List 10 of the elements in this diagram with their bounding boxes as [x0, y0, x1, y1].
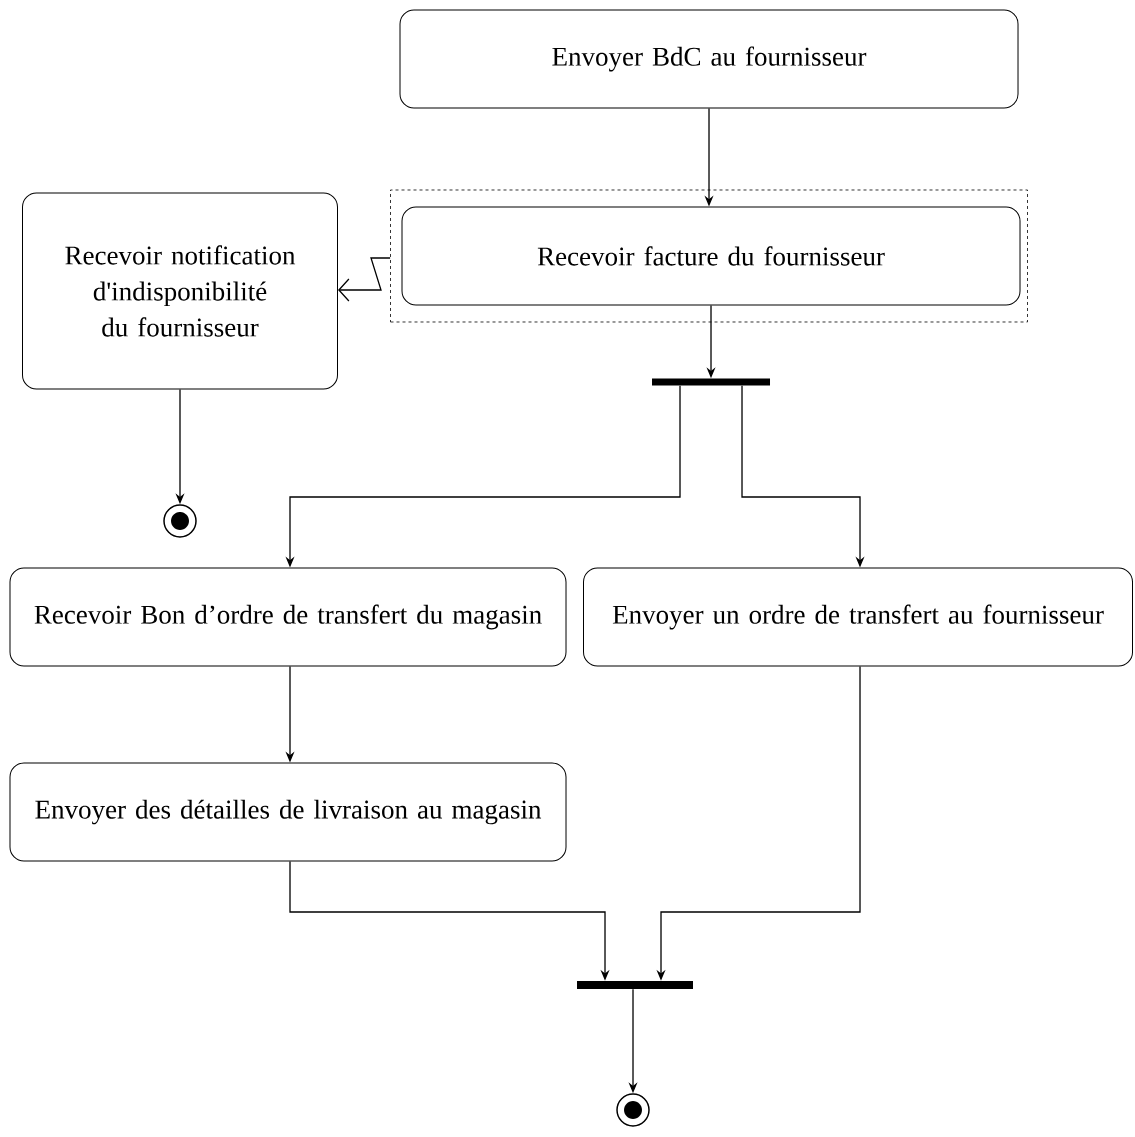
final-node — [616, 1093, 650, 1127]
activity-box: Recevoir facture du fournisseur — [401, 206, 1021, 306]
activity-box: Envoyer un ordre de transfert au fournisseur — [583, 567, 1133, 667]
activity-box: Recevoir notification d'indisponibilité du fournisseur — [22, 192, 338, 390]
activity-box: Envoyer des détailles de livraison au magasin — [9, 762, 567, 862]
activity-box: Recevoir Bon d’ordre de transfert du magasin — [9, 567, 567, 667]
interruptible-region — [390, 189, 1028, 323]
interrupt-arrow — [338, 257, 391, 302]
final-node — [163, 504, 197, 538]
activity-box: Envoyer BdC au fournisseur — [399, 9, 1019, 109]
